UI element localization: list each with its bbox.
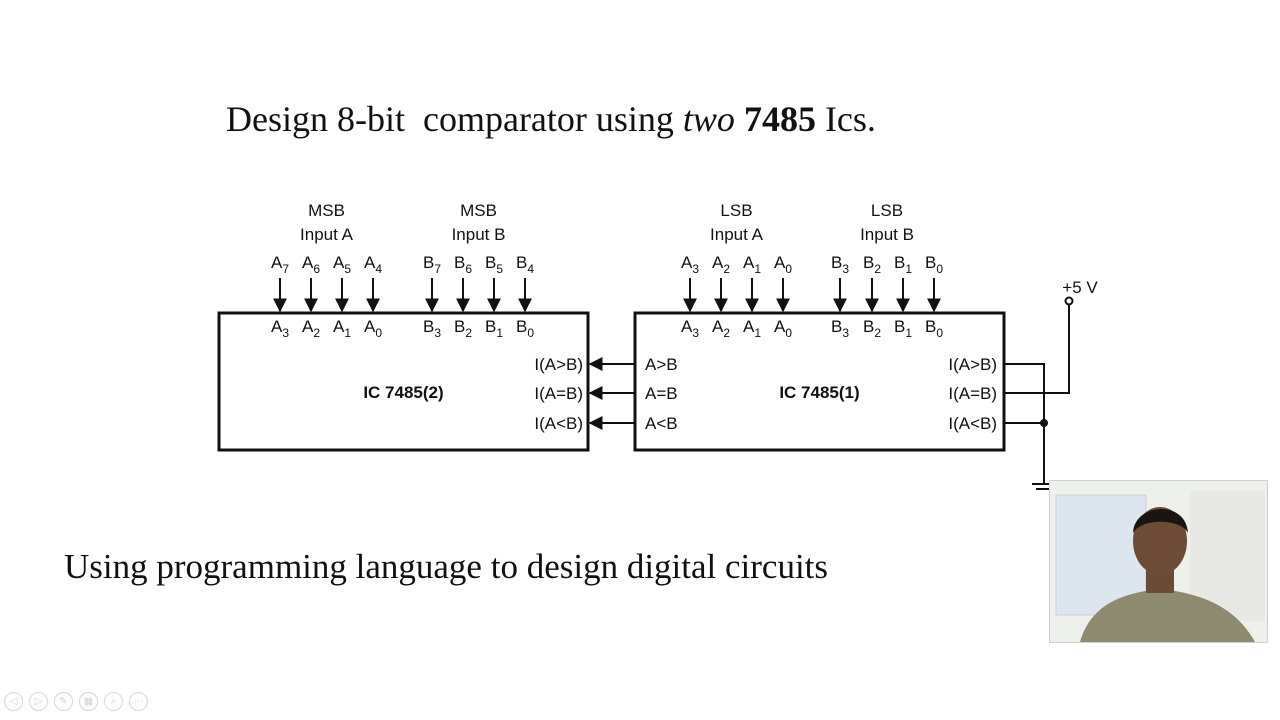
ic1-pin-a3-label: A0 — [774, 317, 792, 340]
ic1-group-b-line1: LSB — [871, 201, 903, 220]
slide-subtitle: Using programming language to design dig… — [64, 547, 829, 586]
ic1-ext-b1-label: B2 — [863, 253, 881, 276]
title-end: Ics. — [815, 99, 876, 139]
ic2-group-a-line1: MSB — [308, 201, 345, 220]
ic1-group-a-line1: LSB — [720, 201, 752, 220]
ic1-output-0: A>B — [645, 355, 678, 374]
ic2-group-b-line2: Input B — [452, 225, 506, 244]
ic2-ext-a1-label: A6 — [302, 253, 320, 276]
ic2-pin-b1-label: B2 — [454, 317, 472, 340]
ic2-pin-a3-label: A0 — [364, 317, 382, 340]
ground-wire-gt — [1004, 363, 1045, 484]
ic1-label: IC 7485(1) — [779, 383, 859, 402]
ic2-body — [217, 311, 590, 452]
ic1-pin-a2-label: A1 — [743, 317, 761, 340]
ic1-pin-a1-label: A2 — [712, 317, 730, 340]
next-icon[interactable]: ▷ — [29, 692, 48, 711]
ic1-ext-b0-label: B3 — [831, 253, 849, 276]
ic1-ext-a2-label: A1 — [743, 253, 761, 276]
ic2-label: IC 7485(2) — [363, 383, 443, 402]
ic1-cascade-input-2: I(A<B) — [948, 414, 997, 433]
cascade-wiring: +5 V — [588, 278, 1098, 490]
ic2-cascade-input-0: I(A>B) — [534, 355, 583, 374]
junction-dot — [1040, 419, 1048, 427]
ic2-cascade-input-2: I(A<B) — [534, 414, 583, 433]
supply-label: +5 V — [1062, 278, 1098, 297]
ic1-pin-b3-label: B0 — [925, 317, 943, 340]
ic2-ext-b3-label: B4 — [516, 253, 534, 276]
ic1-output-2: A<B — [645, 414, 678, 433]
presenter-webcam — [1049, 480, 1268, 643]
grid-icon[interactable]: ▦ — [79, 692, 98, 711]
ic1-group-b-line2: Input B — [860, 225, 914, 244]
ic2-pin-b0-label: B3 — [423, 317, 441, 340]
more-icon[interactable]: ⋯ — [129, 692, 148, 711]
ic1-ext-a1-label: A2 — [712, 253, 730, 276]
ic1-pin-b2-label: B1 — [894, 317, 912, 340]
ic1-output-1: A=B — [645, 384, 678, 403]
ic1-cascade-input-1: I(A=B) — [948, 384, 997, 403]
ic1-cascade-input-0: I(A>B) — [948, 355, 997, 374]
prev-icon[interactable]: ◁ — [4, 692, 23, 711]
slide-title: Design 8-bit comparator using two 7485 I… — [226, 98, 876, 140]
supply-wire — [1004, 303, 1070, 394]
ic1-group-a-line2: Input A — [710, 225, 764, 244]
ic1-ext-b3-label: B0 — [925, 253, 943, 276]
ic2-pin-a2-label: A1 — [333, 317, 351, 340]
pen-icon[interactable]: ✎ — [54, 692, 73, 711]
ic2-pin-b2-label: B1 — [485, 317, 503, 340]
ic1-pin-b1-label: B2 — [863, 317, 881, 340]
title-bold: 7485 — [743, 99, 816, 139]
presentation-controls: ◁ ▷ ✎ ▦ ⌕ ⋯ — [4, 692, 148, 711]
ic2-pin-b3-label: B0 — [516, 317, 534, 340]
title-text: Design 8-bit comparator using — [226, 99, 683, 139]
supply-terminal — [1064, 296, 1074, 306]
ic2-ext-b0-label: B7 — [423, 253, 441, 276]
ic2-group-b-line1: MSB — [460, 201, 497, 220]
ic2-ext-b2-label: B5 — [485, 253, 503, 276]
ic2-pin-a1-label: A2 — [302, 317, 320, 340]
ic2-ext-a3-label: A4 — [364, 253, 382, 276]
ic1-ext-b2-label: B1 — [894, 253, 912, 276]
ic2-pin-a0-label: A3 — [271, 317, 289, 340]
presenter-video — [1050, 481, 1267, 642]
ic1-ext-a0-label: A3 — [681, 253, 699, 276]
title-italic: two — [682, 99, 735, 139]
ic2-cascade-input-1: I(A=B) — [534, 384, 583, 403]
ic1-pin-a0-label: A3 — [681, 317, 699, 340]
zoom-icon[interactable]: ⌕ — [104, 692, 123, 711]
ic1-body — [633, 311, 1006, 452]
ic1-pin-b0-label: B3 — [831, 317, 849, 340]
ic2-group-a-line2: Input A — [300, 225, 354, 244]
ic2-ext-a2-label: A5 — [333, 253, 351, 276]
ic1-ext-a3-label: A0 — [774, 253, 792, 276]
ic2-ext-b1-label: B6 — [454, 253, 472, 276]
ic2-ext-a0-label: A7 — [271, 253, 289, 276]
